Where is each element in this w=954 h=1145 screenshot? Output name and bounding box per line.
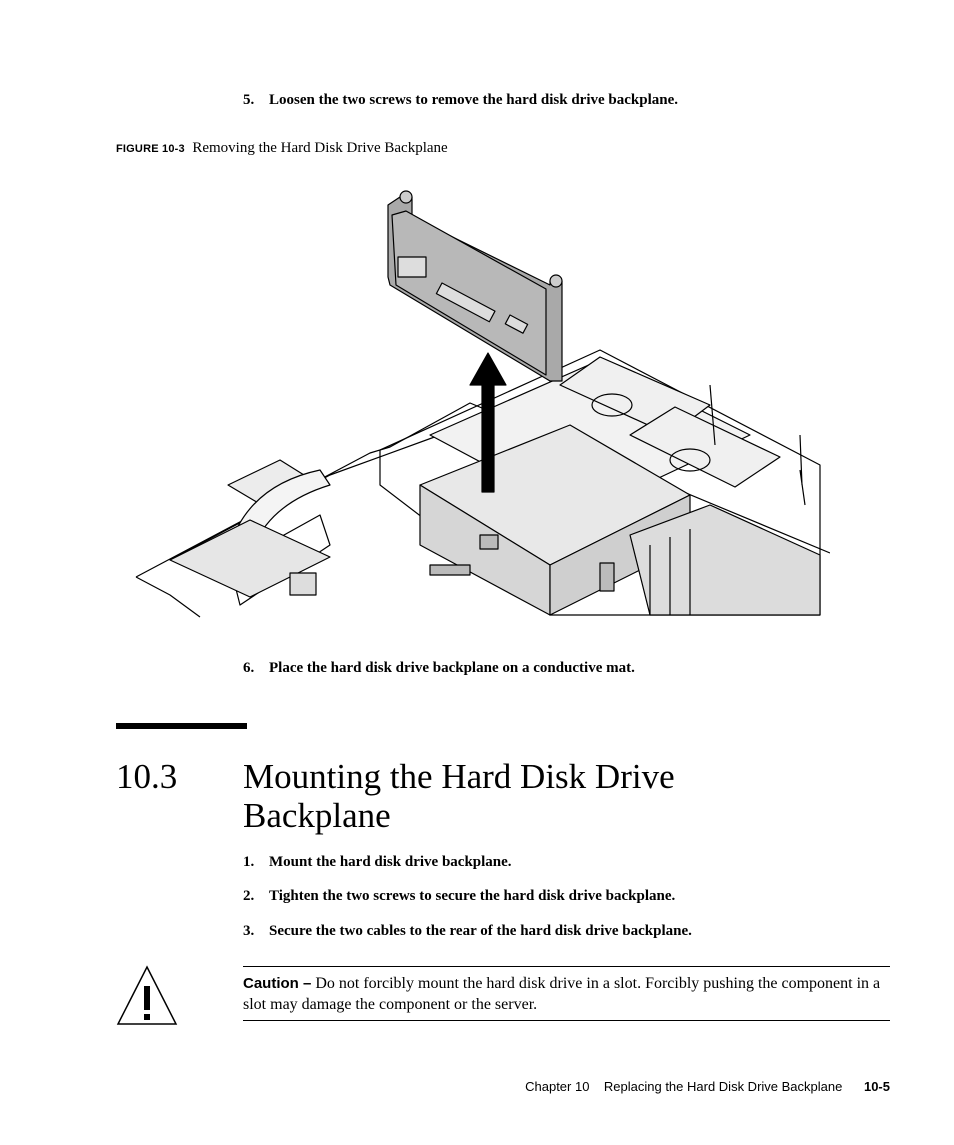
step-number: 5.: [243, 92, 255, 108]
warning-triangle-icon: [116, 965, 178, 1025]
caution-text: Do not forcibly mount the hard disk driv…: [243, 975, 881, 1013]
step-text: Place the hard disk drive backplane on a…: [269, 660, 635, 676]
section-title-line1: Mounting the Hard Disk Drive: [243, 757, 675, 796]
step-number: 2.: [243, 888, 255, 904]
server-hdd-backplane-illustration: [135, 190, 830, 618]
step-text: Secure the two cables to the rear of the…: [269, 923, 692, 939]
page-footer: Chapter 10 Replacing the Hard Disk Drive…: [525, 1079, 890, 1094]
step-number: 3.: [243, 923, 255, 939]
step-text: Loosen the two screws to remove the hard…: [269, 92, 679, 108]
caution-box: Caution – Do not forcibly mount the hard…: [243, 973, 890, 1015]
step-text: Tighten the two screws to secure the har…: [269, 888, 676, 904]
step-number: 6.: [243, 660, 255, 676]
figure-caption: FIGURE 10-3 Removing the Hard Disk Drive…: [116, 140, 448, 157]
step-text: Mount the hard disk drive backplane.: [269, 854, 512, 870]
step-number: 1.: [243, 854, 255, 870]
footer-chapter: Chapter 10: [525, 1079, 590, 1094]
footer-page-number: 10-5: [863, 1079, 890, 1094]
figure-caption-text: Removing the Hard Disk Drive Backplane: [192, 140, 448, 156]
footer-title: Replacing the Hard Disk Drive Backplane: [603, 1079, 843, 1094]
caution-rule-bottom: [243, 1020, 890, 1021]
section-title: Mounting the Hard Disk Drive Backplane: [243, 757, 803, 835]
caution-lead: Caution –: [243, 975, 312, 992]
section-number: 10.3: [116, 757, 178, 796]
section-rule: [116, 723, 247, 729]
figure-label: FIGURE 10-3: [116, 143, 185, 155]
section-title-line2: Backplane: [243, 796, 391, 835]
caution-rule-top: [243, 966, 890, 967]
